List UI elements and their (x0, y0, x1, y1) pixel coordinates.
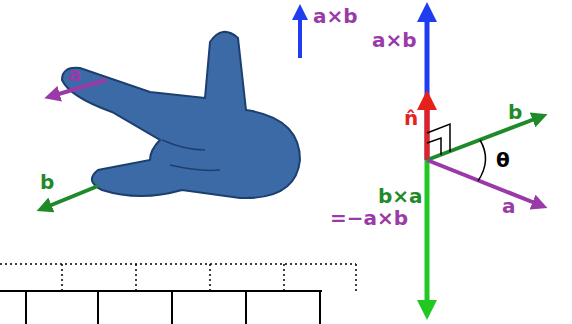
grid-lines (0, 264, 356, 324)
normal-label: n̂ (404, 108, 418, 128)
vector-label: a×b (372, 30, 417, 50)
cross-arrow (425, 12, 430, 160)
vector-label: =−a×b (330, 208, 408, 228)
vector-label: a (68, 64, 82, 84)
vector-label: b×a (378, 186, 423, 206)
vector-label: a×b (313, 6, 358, 26)
vector-label: b (508, 102, 522, 122)
angle-label: θ (496, 150, 510, 170)
right-angle (427, 138, 441, 155)
vector-label: b (40, 172, 54, 192)
vector-label: a (502, 196, 516, 216)
hand (62, 32, 300, 198)
a-arrow (427, 160, 540, 205)
b-arrow (427, 117, 540, 160)
normal-arrow (425, 100, 430, 160)
angle-arc (478, 140, 486, 181)
right-angle (427, 124, 450, 152)
cross-arrow (298, 12, 302, 58)
hand-crease (162, 140, 220, 170)
neg-cross-arrow (425, 160, 430, 310)
